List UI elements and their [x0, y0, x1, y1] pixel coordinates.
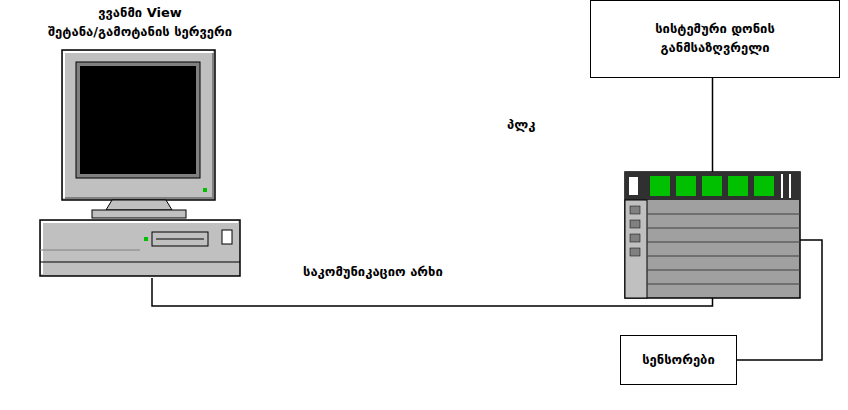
computer-node: ვვანმი Viewშეტანა/გამოტანის სერვერი — [30, 4, 250, 278]
plc-side-panel — [625, 200, 647, 298]
process-box: სენსორები — [620, 335, 737, 385]
monitor-shade — [65, 53, 213, 198]
node-label: პლკ — [507, 116, 535, 135]
plc-indicator — [629, 177, 638, 195]
plc-module-line — [647, 270, 800, 271]
box-label: სისტემური დონის განმსაზღვრელი — [601, 20, 829, 58]
connector-line — [737, 240, 822, 360]
plc-display — [728, 176, 748, 196]
connector-line — [152, 278, 713, 306]
node-label: ვვანმი View — [98, 4, 182, 23]
edge-label: საკომუნიკაციო არხი — [300, 263, 446, 282]
plc-module-line — [647, 284, 800, 285]
system-unit-seam — [40, 262, 240, 263]
plc-port — [630, 234, 640, 242]
node-label: შეტანა/გამოტანის სერვერი — [48, 23, 232, 42]
computer-illustration — [40, 50, 240, 276]
system-unit-seam — [40, 250, 140, 251]
plc-port — [630, 248, 640, 256]
plc-module-line — [647, 214, 800, 215]
monitor-case — [62, 50, 215, 200]
monitor-screen — [80, 66, 196, 174]
monitor-highlight — [64, 52, 213, 198]
drive-slot — [156, 239, 204, 240]
plc-node: პლკ — [625, 172, 800, 298]
process-box: სისტემური დონის განმსაზღვრელი — [590, 0, 840, 78]
monitor-neck — [106, 200, 172, 210]
connector-line — [712, 78, 714, 172]
plc-display — [676, 176, 696, 196]
plc-display — [702, 176, 722, 196]
power-led — [144, 237, 148, 241]
plc-divider — [789, 174, 791, 198]
drive-bay — [152, 232, 208, 246]
system-unit-highlight — [42, 222, 238, 274]
plc-module-line — [647, 242, 800, 243]
power-button — [222, 230, 232, 244]
monitor-base — [92, 210, 186, 218]
box-label: სენსორები — [642, 351, 715, 370]
plc-display — [754, 176, 774, 196]
plc-divider — [781, 174, 783, 198]
plc-display-strip — [625, 172, 800, 200]
monitor-led — [203, 188, 207, 192]
plc-rack — [625, 172, 800, 298]
plc-module-line — [647, 256, 800, 257]
plc-illustration — [625, 172, 800, 298]
plc-module-line — [647, 228, 800, 229]
system-unit — [40, 220, 240, 276]
plc-port — [630, 220, 640, 228]
monitor-bezel — [76, 62, 200, 178]
plc-port — [630, 206, 640, 214]
plc-display — [650, 176, 670, 196]
